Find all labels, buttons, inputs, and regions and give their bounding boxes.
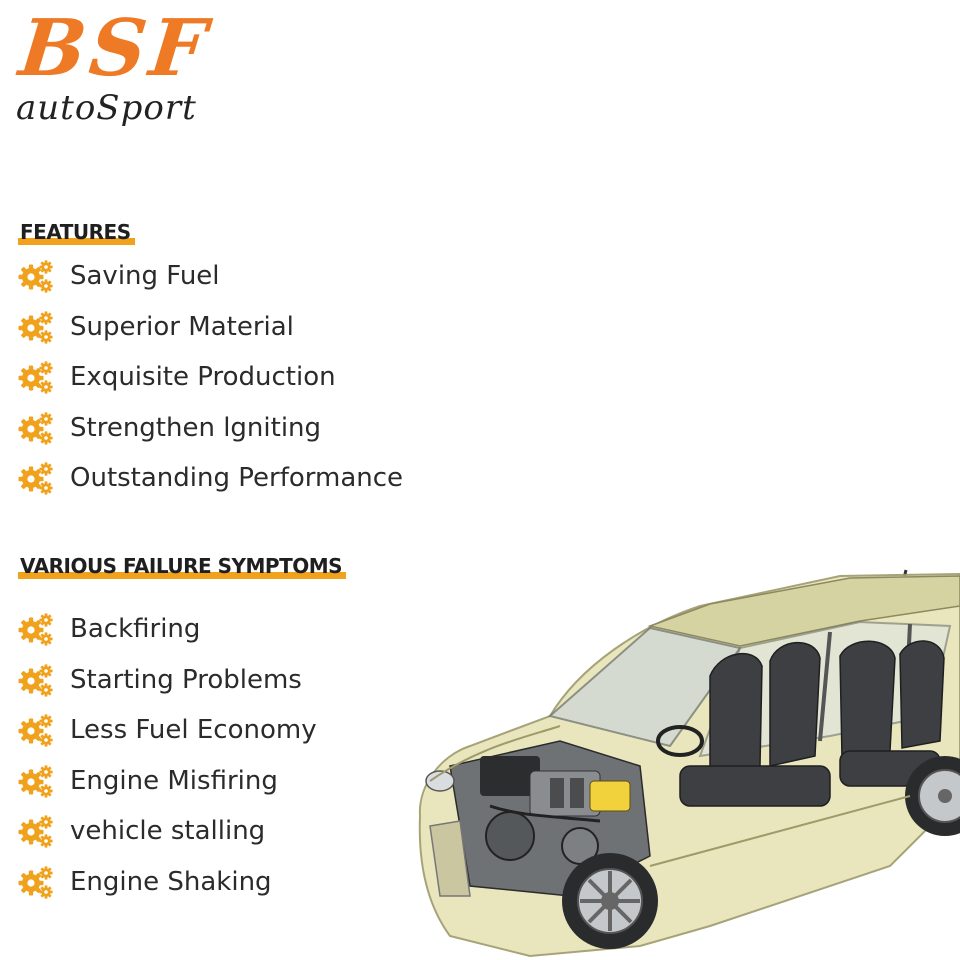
symptoms-list: Backfiring Starting Problems Less Fuel E… — [18, 604, 317, 907]
brand-name: BSF — [15, 3, 215, 94]
gears-icon — [18, 462, 53, 495]
gears-icon — [18, 866, 53, 899]
feature-label: Exquisite Production — [70, 362, 336, 393]
features-list: Saving Fuel Superior Material Exquisite … — [18, 251, 403, 504]
gears-icon — [18, 613, 53, 646]
list-item: Exquisite Production — [18, 352, 403, 403]
gears-icon — [18, 714, 53, 747]
brand-logo: BSF autoSport — [14, 3, 215, 134]
car-cutaway-illustration — [418, 569, 960, 958]
list-item: Saving Fuel — [18, 251, 403, 302]
feature-label: Saving Fuel — [70, 261, 220, 292]
symptom-label: Engine Shaking — [70, 866, 272, 897]
feature-label: Superior Material — [70, 311, 294, 342]
symptoms-heading: VARIOUS FAILURE SYMPTOMS — [18, 554, 347, 579]
symptom-label: Less Fuel Economy — [70, 715, 317, 746]
symptom-label: Starting Problems — [70, 664, 302, 695]
list-item: Less Fuel Economy — [18, 705, 317, 756]
gears-icon — [18, 664, 53, 697]
feature-label: Strengthen lgniting — [70, 412, 322, 443]
features-heading: FEATURES — [18, 220, 135, 245]
gears-icon — [18, 765, 53, 798]
symptom-label: Backfiring — [70, 614, 201, 645]
symptom-label: Engine Misfiring — [70, 765, 278, 796]
gears-icon — [18, 361, 53, 394]
feature-label: Outstanding Performance — [70, 463, 404, 494]
gears-icon — [18, 412, 53, 445]
list-item: Outstanding Performance — [18, 453, 403, 504]
gears-icon — [18, 311, 53, 344]
list-item: Engine Shaking — [18, 857, 317, 908]
features-heading-text: FEATURES — [20, 220, 131, 244]
symptoms-heading-text: VARIOUS FAILURE SYMPTOMS — [20, 554, 343, 578]
list-item: Superior Material — [18, 302, 403, 353]
symptom-label: vehicle stalling — [70, 816, 266, 847]
list-item: vehicle stalling — [18, 806, 317, 857]
gears-icon — [18, 260, 53, 293]
brand-subname: autoSport — [16, 88, 197, 128]
gears-icon — [18, 815, 53, 848]
list-item: Engine Misfiring — [18, 756, 317, 807]
list-item: Starting Problems — [18, 655, 317, 706]
list-item: Strengthen lgniting — [18, 403, 403, 454]
list-item: Backfiring — [18, 604, 317, 655]
